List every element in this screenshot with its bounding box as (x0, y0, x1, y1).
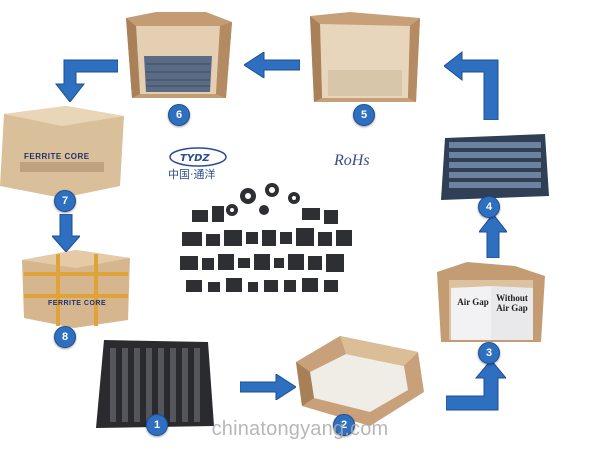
ferrite-cores-photo (172, 180, 368, 312)
watermark: chinatongyang.com (211, 418, 389, 440)
air-gap-sheets-photo (437, 262, 545, 344)
step-badge-2: 2 (333, 414, 355, 436)
air-gap-label: Air Gap (457, 297, 489, 307)
sealed-carton-photo (0, 106, 124, 198)
tray-photo (96, 340, 214, 428)
arrow-corner-icon (54, 59, 118, 102)
logo-brand-text: TYDZ (180, 153, 210, 164)
step-badge-4: 4 (478, 196, 500, 218)
without-air-gap-line2: Air Gap (496, 303, 528, 313)
without-air-gap-label: Without Air Gap (491, 293, 533, 313)
logo-chinese-text: 中国·通洋 (168, 168, 216, 181)
step-badge-7: 7 (54, 190, 76, 212)
arrow-right-icon (240, 374, 296, 400)
arrow-up-icon (479, 214, 507, 258)
ferrite-core-label-top: FERRITE CORE (24, 152, 90, 161)
strapped-carton-photo (22, 250, 130, 328)
rohs-label: RoHs (334, 152, 370, 169)
arrow-corner-icon (444, 50, 499, 120)
step-badge-1: 1 (146, 414, 168, 436)
carton-with-liner-photo (296, 332, 424, 428)
step-badge-8: 8 (54, 326, 76, 348)
arrow-up-icon (446, 360, 506, 411)
tray-in-box-photo (310, 12, 420, 104)
ferrite-core-label-bottom: FERRITE CORE (48, 300, 107, 307)
step-badge-6: 6 (168, 104, 190, 126)
without-air-gap-line1: Without (496, 293, 528, 303)
tydz-logo: TYDZ (168, 146, 232, 182)
arrow-left-icon (244, 52, 300, 78)
arrow-down-icon (52, 214, 80, 252)
step-badge-5: 5 (353, 104, 375, 126)
box-open-photo (126, 12, 232, 100)
step-badge-3: 3 (478, 342, 500, 364)
filled-tray-photo (441, 134, 549, 200)
